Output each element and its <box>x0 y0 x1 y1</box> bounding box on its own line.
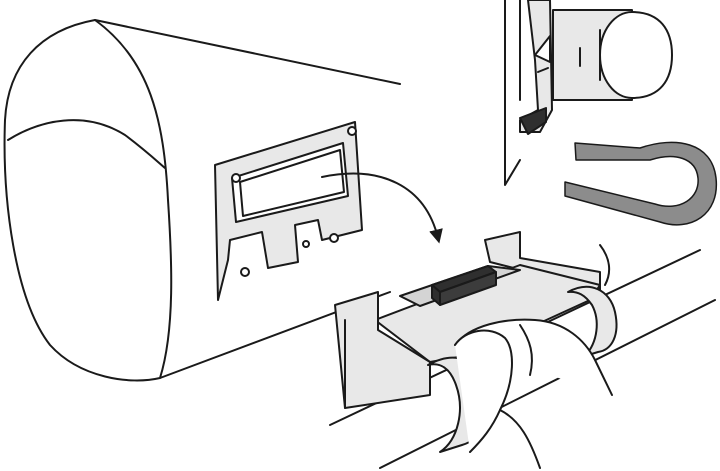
device-housing-icon <box>3 19 401 382</box>
wall-bracket-icon <box>334 231 601 409</box>
detail-inset <box>504 0 673 186</box>
locking-clip-icon <box>564 141 718 226</box>
mounting-plate-icon <box>214 121 363 301</box>
hand-icon <box>454 318 613 469</box>
placement-arrow-icon <box>321 172 443 244</box>
